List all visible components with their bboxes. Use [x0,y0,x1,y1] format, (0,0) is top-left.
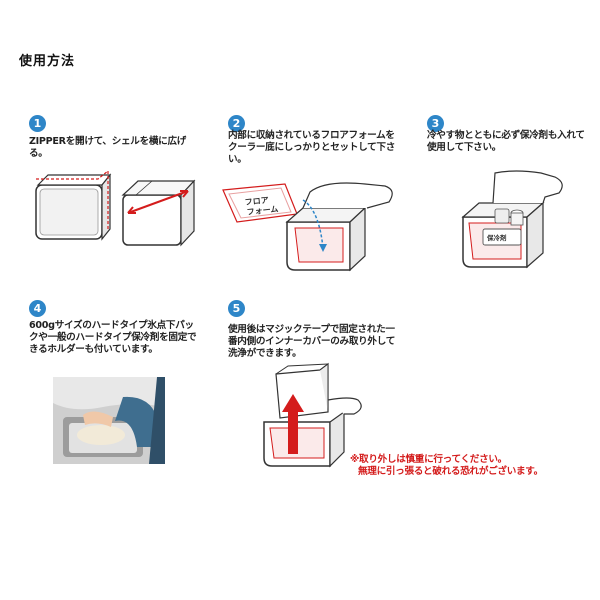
svg-text:フォーム: フォーム [246,205,279,217]
step-2-illustration: フロア フォーム [222,182,393,272]
step-5-number: 5 [228,300,245,317]
caution-note: ※取り外しは慎重に行ってください。 無理に引っ張ると破れる恐れがございます。 [350,454,543,478]
step-1-number: 1 [29,115,46,132]
floor-form-label: フロア [244,196,269,207]
step-3-number: 3 [427,115,444,132]
step-5-description: 使用後はマジックテープで固定された一番内側のインナーカバーのみ取り外して洗浄がで… [228,324,395,359]
step-2-number: 2 [228,115,245,132]
step-2-description: 内部に収納されているフロアフォームをクーラー底にしっかりとセットして下さい。 [228,130,395,165]
step-3-description: 冷やす物とともに必ず保冷剤も入れて使用して下さい。 [427,130,585,153]
step-3-illustration: 保冷剤 [461,170,563,269]
page-title: 使用方法 [19,54,76,69]
caution-line-1: ※取り外しは慎重に行ってください。 [350,454,507,465]
caution-line-2: 無理に引っ張ると破れる恐れがございます。 [358,466,543,477]
step-4-number: 4 [29,300,46,317]
step-1-description: ZIPPERを開けて、シェルを横に広げる。 [29,136,187,159]
step-5-illustration [263,362,362,468]
step-1-illustration [35,170,196,247]
step-4-description: 600gサイズのハードタイプ氷点下パックや一般のハードタイプ保冷剤を固定できるホ… [29,320,197,355]
step-4-photo [53,377,165,464]
ice-pack-label: 保冷剤 [486,233,507,242]
